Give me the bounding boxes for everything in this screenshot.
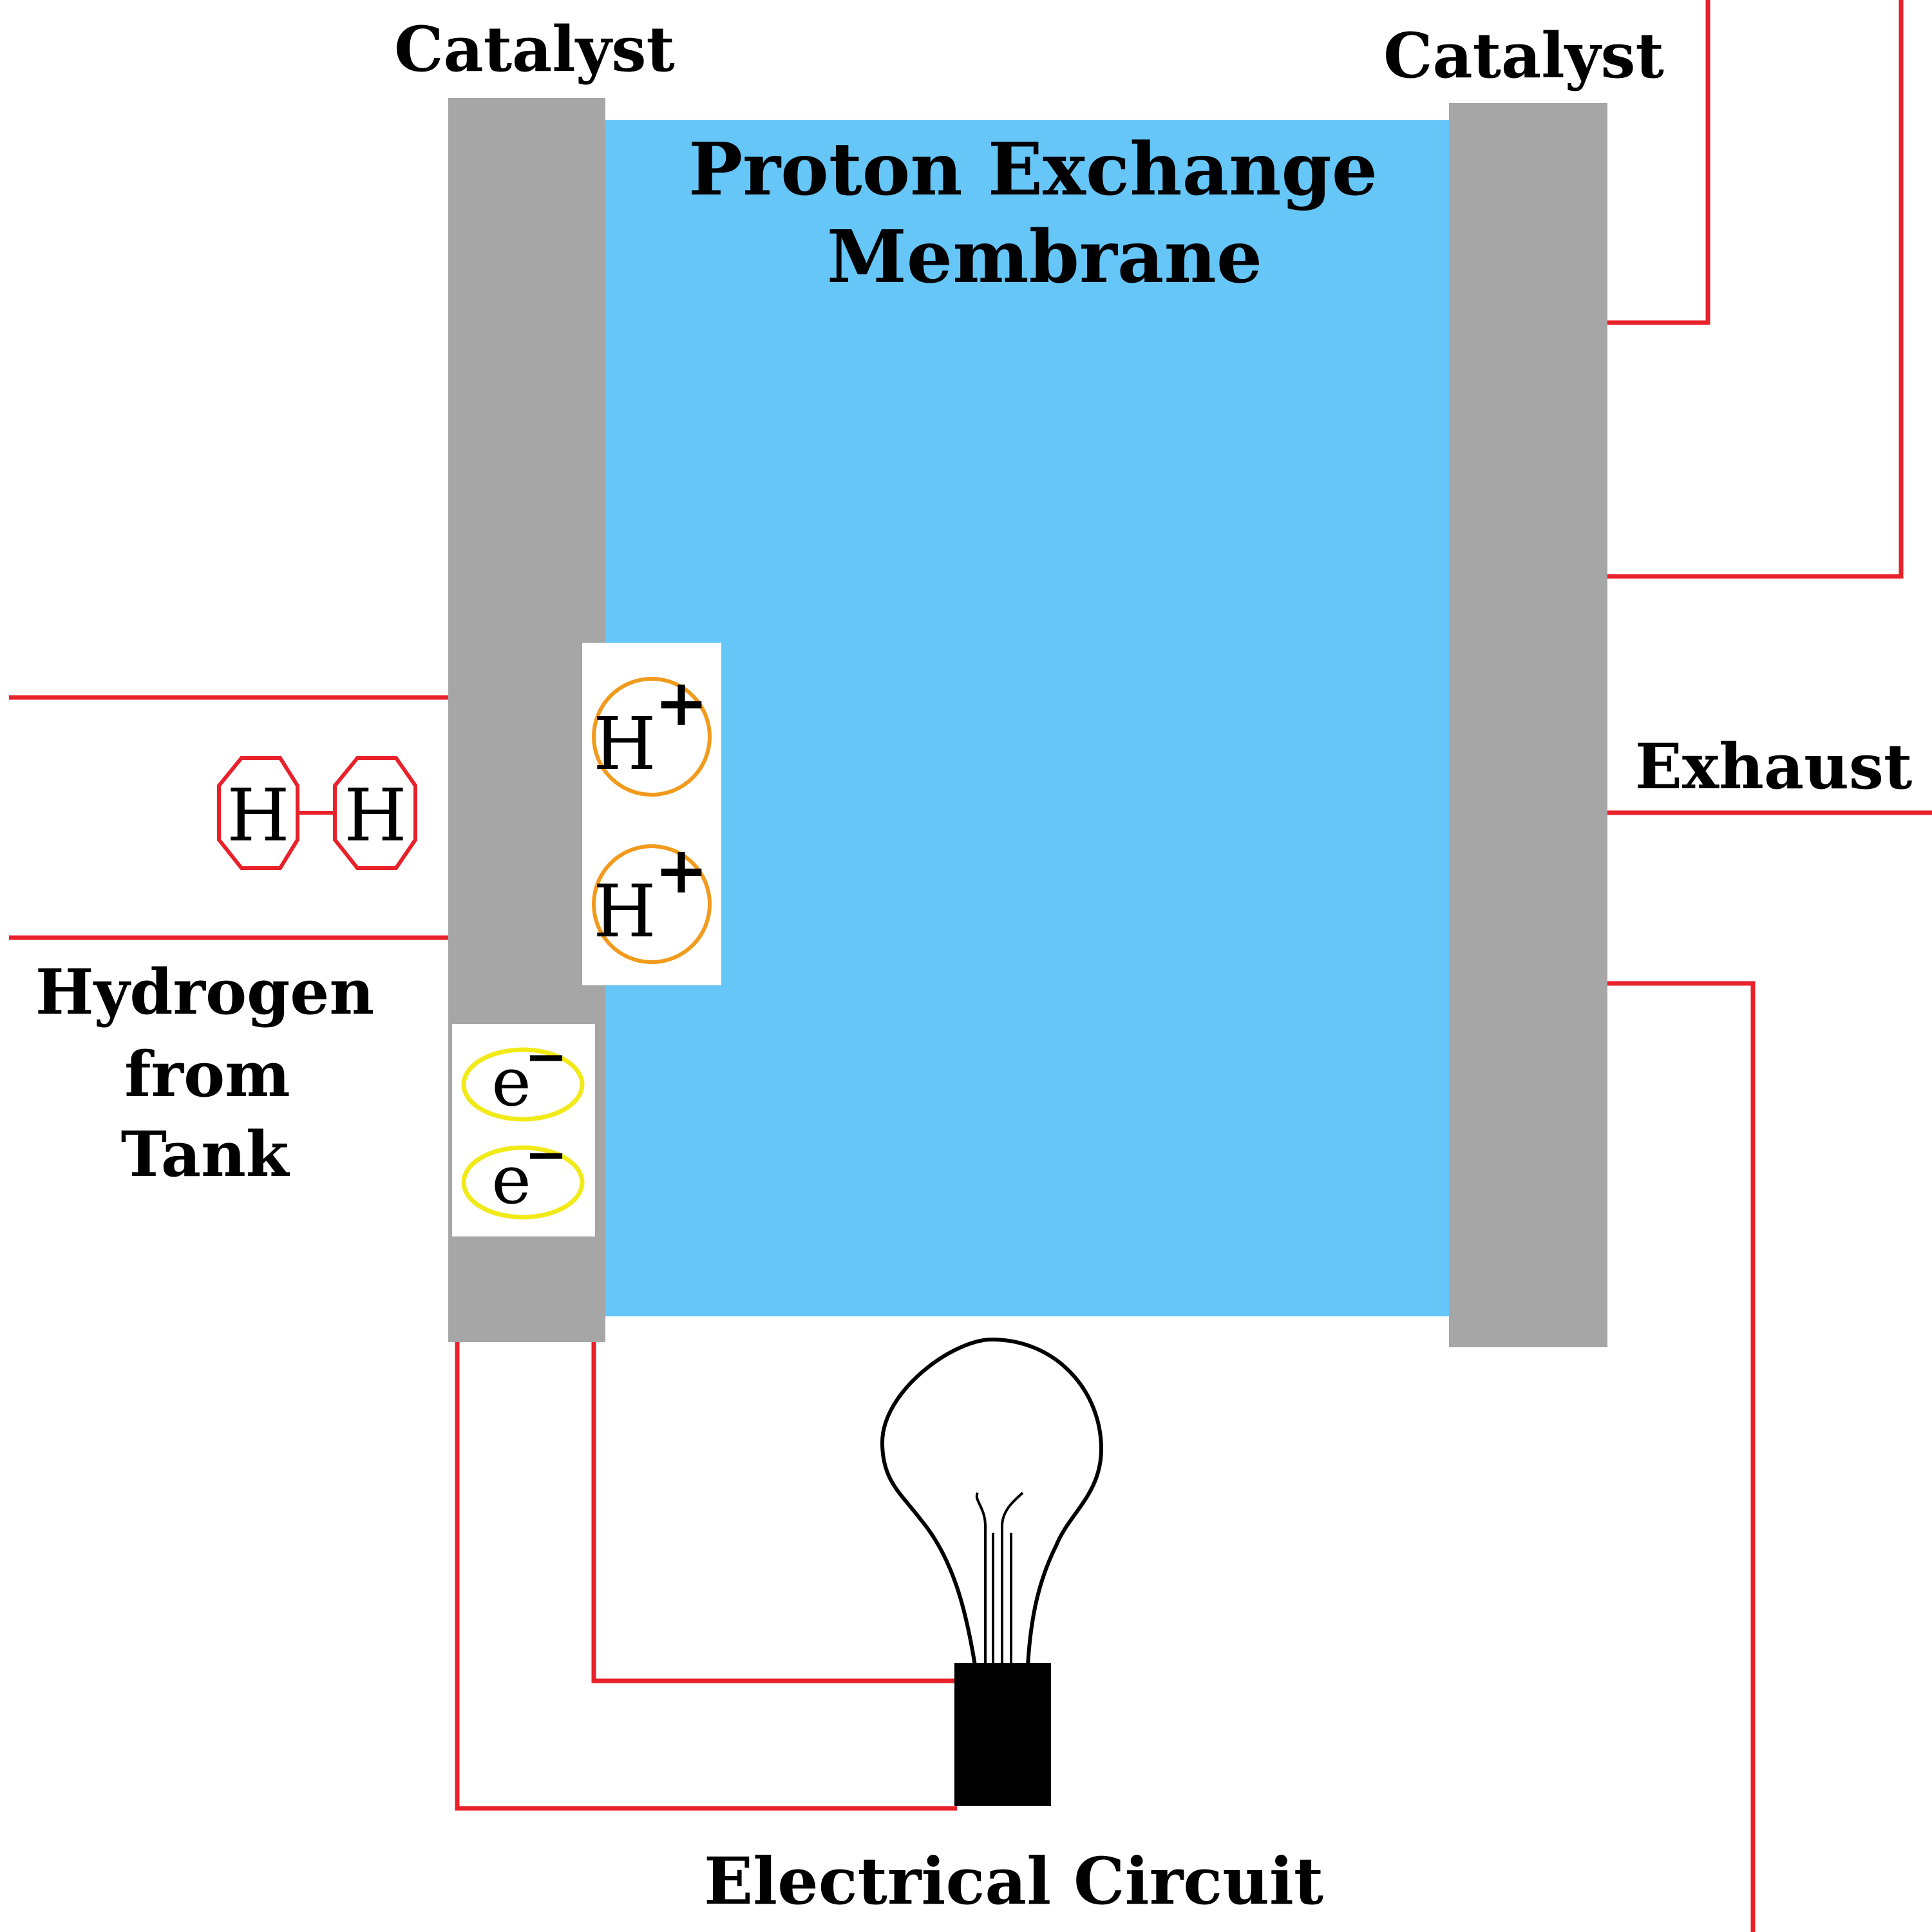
electron-2-symbol: e xyxy=(491,1141,531,1219)
hydrogen-atom-right-ring xyxy=(333,756,417,870)
hydrogen-molecule: H H xyxy=(217,756,417,870)
catalyst-right-label: Catalyst xyxy=(1383,19,1664,92)
membrane-label-line1: Proton Exchange xyxy=(688,128,1378,212)
electron-box: e − e − xyxy=(452,1024,595,1236)
oxygen-pipe-lower xyxy=(1607,0,1904,579)
proton-2-charge: + xyxy=(654,832,708,908)
exhaust-label: Exhaust xyxy=(1635,730,1913,803)
catalyst-plate-right xyxy=(1449,103,1607,1347)
hydrogen-label-line2: from xyxy=(124,1038,290,1111)
hydrogen-atom-left-label: H xyxy=(227,774,290,858)
circuit-wire-outer xyxy=(455,1342,957,1811)
exhaust-pipe-bottom xyxy=(1607,981,1756,1932)
proton-ring-2 xyxy=(592,844,712,964)
membrane-label-line2: Membrane xyxy=(827,215,1262,299)
bulb-filament xyxy=(975,1492,1024,1665)
proton-exchange-membrane xyxy=(604,120,1452,1316)
electron-1-symbol: e xyxy=(491,1043,531,1121)
oxygen-pipe-upper xyxy=(1607,0,1710,325)
electron-ring-2 xyxy=(461,1145,585,1220)
proton-1-symbol: H xyxy=(593,703,656,786)
hydrogen-label-line1: Hydrogen xyxy=(35,956,374,1028)
electrical-circuit-label: Electrical Circuit xyxy=(704,1843,1323,1919)
hydrogen-label-line3: Tank xyxy=(121,1118,290,1191)
hydrogen-atom-left-ring xyxy=(217,756,299,870)
bulb-base xyxy=(954,1663,1051,1806)
proton-1-charge: + xyxy=(654,665,708,741)
electron-1-charge: − xyxy=(524,1026,567,1086)
circuit-wire-inner xyxy=(591,1342,957,1683)
proton-2-symbol: H xyxy=(593,870,656,954)
hydrogen-atom-right-label: H xyxy=(344,774,407,858)
light-bulb-icon xyxy=(880,1337,1104,1806)
proton-box: H + H + xyxy=(582,643,721,985)
proton-ring-1 xyxy=(592,677,712,797)
electron-2-charge: − xyxy=(524,1124,567,1184)
wires xyxy=(9,0,1932,1932)
electron-ring-1 xyxy=(461,1047,585,1122)
bulb-glass xyxy=(880,1337,1104,1666)
catalyst-left-label: Catalyst xyxy=(394,13,675,86)
